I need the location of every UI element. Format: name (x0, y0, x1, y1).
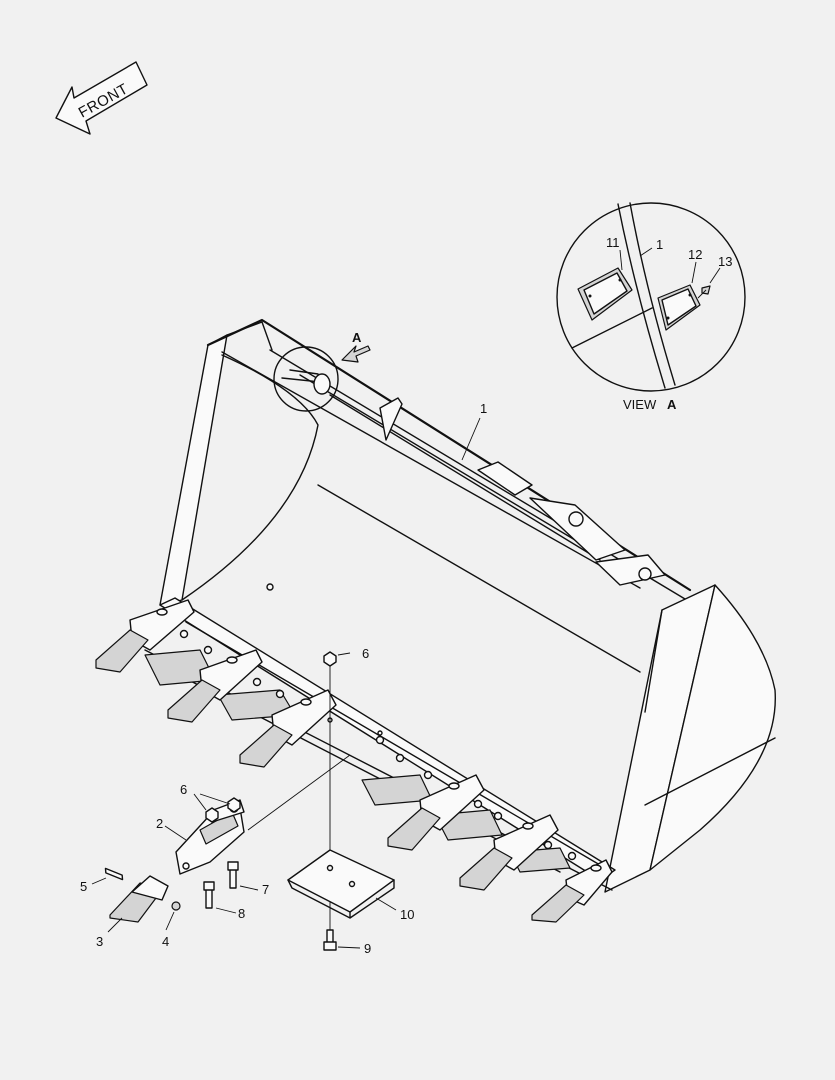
callout-13: 13 (718, 254, 732, 269)
callout-5: 5 (80, 879, 87, 894)
view-a-arrow: A (341, 330, 371, 363)
callout-1-detail: 1 (656, 237, 663, 252)
callout-3: 3 (96, 934, 103, 949)
callout-8: 8 (238, 906, 245, 921)
edge-bolts (179, 629, 577, 861)
callout-11: 11 (606, 235, 620, 250)
callout-12: 12 (688, 247, 702, 262)
callout-10: 10 (400, 907, 414, 922)
callout-6-top: 6 (362, 646, 369, 661)
callout-1-main: 1 (480, 401, 487, 416)
view-letter: A (667, 397, 677, 412)
bucket-teeth (95, 599, 613, 923)
arrow-letter-a: A (352, 330, 362, 345)
detail-a-marker (273, 346, 339, 412)
front-arrow: FRONT (55, 61, 148, 135)
callout-7: 7 (262, 882, 269, 897)
bucket-body (95, 318, 776, 923)
callout-9: 9 (364, 941, 371, 956)
callout-2: 2 (156, 816, 163, 831)
callout-4: 4 (162, 934, 169, 949)
callout-6-left: 6 (180, 782, 187, 797)
view-label: VIEW (623, 397, 657, 412)
detail-view-a: 11 1 12 13 VIEW A (556, 202, 746, 412)
exploded-parts: 6 1 2 3 4 5 6 7 8 9 10 (80, 401, 487, 956)
